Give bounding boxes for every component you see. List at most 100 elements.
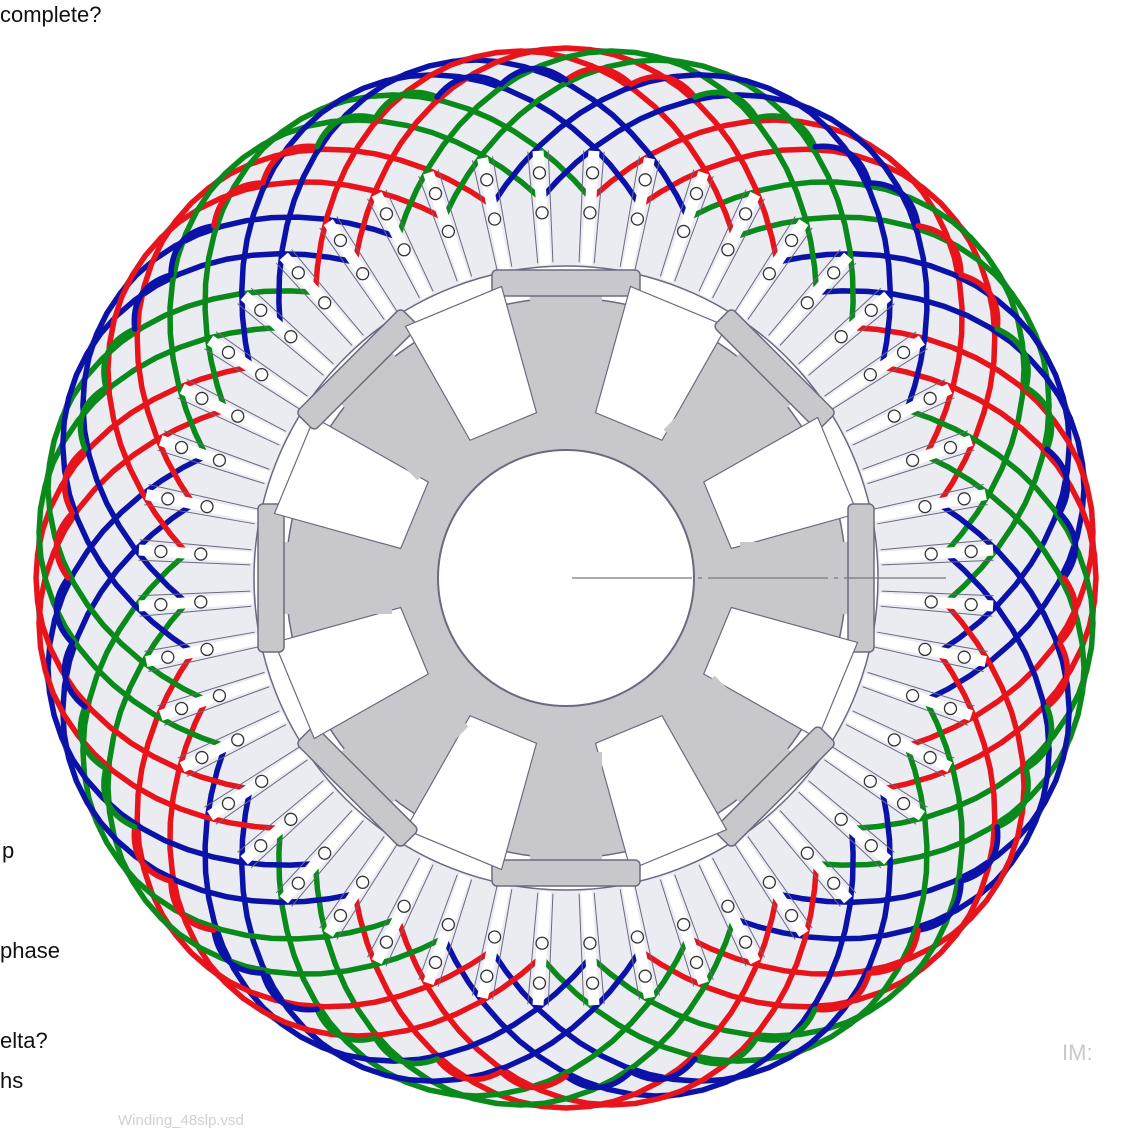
end-turn <box>77 384 109 452</box>
slot-wall <box>215 759 308 825</box>
slot-wall <box>138 590 251 597</box>
slot-wall <box>204 348 300 410</box>
slot-wall <box>492 889 513 1000</box>
end-turn <box>1023 384 1055 452</box>
conductor-outer <box>585 166 600 180</box>
pole-shoe <box>491 269 641 297</box>
conductor-inner <box>630 930 645 944</box>
conductor-outer <box>291 266 305 280</box>
slot-wall <box>148 646 258 673</box>
end-turn <box>53 575 76 646</box>
text-fragment-left-1: p <box>2 838 15 863</box>
conductor-outer <box>333 908 348 923</box>
end-turn <box>628 73 698 100</box>
end-turn <box>958 272 1001 332</box>
end-turn <box>812 143 872 186</box>
slot-wall <box>547 893 554 1006</box>
slot-wall <box>874 483 984 510</box>
slot-wall <box>385 864 434 967</box>
slot-wall <box>215 331 308 397</box>
conductor-inner <box>924 595 938 609</box>
end-turn <box>866 927 921 976</box>
conductor-inner <box>721 243 735 257</box>
rotor-window <box>594 714 728 871</box>
conductor-outer <box>923 750 937 765</box>
shaft-bore <box>437 449 946 707</box>
slot-wall <box>319 227 385 320</box>
end-turn <box>61 640 88 710</box>
conductor-inner <box>630 212 645 226</box>
conductor-outer <box>923 391 937 406</box>
pole-shoe <box>491 859 641 887</box>
slot-wall <box>808 303 895 376</box>
conductor-inner <box>887 409 901 423</box>
conductor-outer <box>964 597 978 612</box>
conductor-inner <box>441 917 456 932</box>
end-turn <box>314 113 379 150</box>
conductor-outer <box>896 345 911 360</box>
end-turn <box>692 89 760 121</box>
conductor-outer <box>638 173 652 187</box>
slot-wall <box>157 671 265 707</box>
conductor-outer <box>827 266 841 280</box>
conductor-outer <box>221 796 236 811</box>
conductor-outer <box>379 207 394 221</box>
slot-wall <box>698 864 747 967</box>
slot-wall <box>527 892 539 1005</box>
conductor-outer <box>379 935 394 949</box>
pole-shoe <box>257 503 285 653</box>
conductor-inner <box>583 936 597 950</box>
rotor-window-cutout <box>404 285 538 442</box>
end-turn <box>260 143 320 186</box>
slot-wall <box>634 160 661 270</box>
slot-wall <box>177 397 280 446</box>
end-turn <box>1056 575 1079 646</box>
end-turn <box>77 704 109 772</box>
slot-wall <box>163 686 270 726</box>
conductor-inner <box>905 453 920 468</box>
conductor-outer <box>174 440 189 455</box>
conductor-inner <box>918 642 932 657</box>
slot-wall <box>250 791 334 869</box>
end-turn <box>314 1006 379 1043</box>
conductor-inner <box>200 499 214 514</box>
slot-wall <box>492 156 513 267</box>
slot-wall <box>527 151 539 264</box>
conductor-inner <box>535 206 549 220</box>
slot-wall <box>139 605 252 617</box>
conductor-inner <box>762 267 776 281</box>
rotor-window-cutout <box>594 285 728 442</box>
rotor-window <box>404 285 538 442</box>
conductor-outer <box>784 908 799 923</box>
slot-wall <box>862 686 969 726</box>
conductor-inner <box>318 846 332 860</box>
conductor-inner <box>487 212 502 226</box>
conductor-outer <box>689 186 704 201</box>
conductor-outer <box>532 166 547 180</box>
conductor-inner <box>255 368 269 382</box>
slot-wall <box>148 483 258 510</box>
conductor-outer <box>864 303 878 317</box>
rotor-pole <box>257 503 392 653</box>
slot-wall <box>291 249 364 336</box>
shaft-hole <box>437 449 695 707</box>
conductor-outer <box>864 839 878 853</box>
slot-wall <box>619 889 640 1000</box>
conductor-inner <box>194 547 208 561</box>
conductor-outer <box>827 876 841 890</box>
slot-wall <box>367 857 420 958</box>
conductor-inner <box>918 499 932 514</box>
conductor-outer <box>154 597 168 612</box>
conductor-outer <box>943 701 958 716</box>
end-turn <box>915 223 964 278</box>
slot-wall <box>712 857 765 958</box>
coil <box>352 45 780 265</box>
text-fragment-right-1: IM: <box>1062 1040 1093 1065</box>
slot-wall <box>593 892 605 1005</box>
coil <box>441 57 856 331</box>
rotor-window-cutout <box>594 714 728 871</box>
coil <box>395 48 820 296</box>
filename-label: Winding_48slp.vsd <box>118 1112 244 1129</box>
rotor-window <box>702 416 859 550</box>
slot-wall <box>319 836 385 929</box>
